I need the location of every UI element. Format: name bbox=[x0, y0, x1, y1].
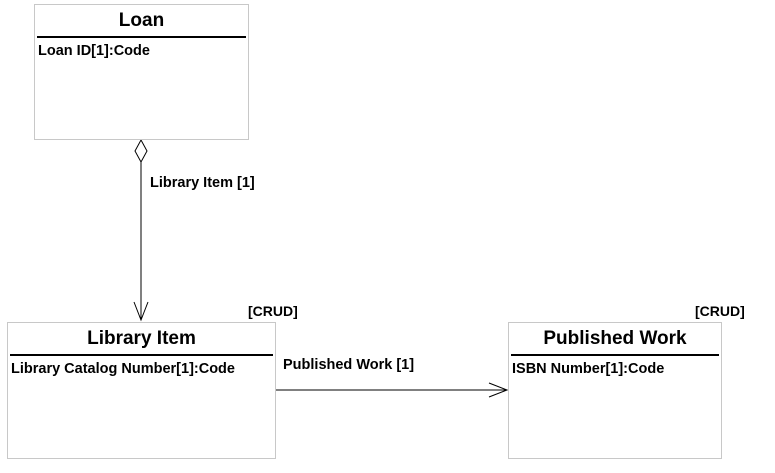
open-arrowhead-right-icon bbox=[488, 382, 509, 398]
class-divider bbox=[37, 36, 246, 38]
attribute-isbn-number: ISBN Number[1]:Code bbox=[512, 361, 665, 377]
class-name-published-work: Published Work bbox=[543, 328, 687, 349]
class-divider bbox=[511, 354, 719, 356]
class-published-work[interactable]: Published Work ISBN Number[1]:Code bbox=[508, 322, 722, 459]
class-name-loan: Loan bbox=[118, 10, 165, 31]
association-label-library-item: Library Item [1] bbox=[150, 175, 255, 191]
class-library-item[interactable]: Library Item Library Catalog Number[1]:C… bbox=[7, 322, 276, 459]
open-arrowhead-down-icon bbox=[133, 301, 149, 322]
class-divider bbox=[10, 354, 273, 356]
attribute-loan-id: Loan ID[1]:Code bbox=[38, 43, 150, 59]
association-label-published-work: Published Work [1] bbox=[283, 357, 415, 373]
stereotype-published-work: [CRUD] bbox=[695, 303, 745, 319]
attribute-library-catalog-number: Library Catalog Number[1]:Code bbox=[11, 361, 235, 377]
aggregation-diamond-icon bbox=[134, 138, 148, 164]
association-library-item-published-work bbox=[276, 382, 509, 398]
association-loan-library-item bbox=[133, 138, 149, 322]
stereotype-library-item: [CRUD] bbox=[248, 303, 298, 319]
class-name-library-item: Library Item bbox=[87, 328, 196, 349]
class-loan[interactable]: Loan Loan ID[1]:Code bbox=[34, 4, 249, 140]
